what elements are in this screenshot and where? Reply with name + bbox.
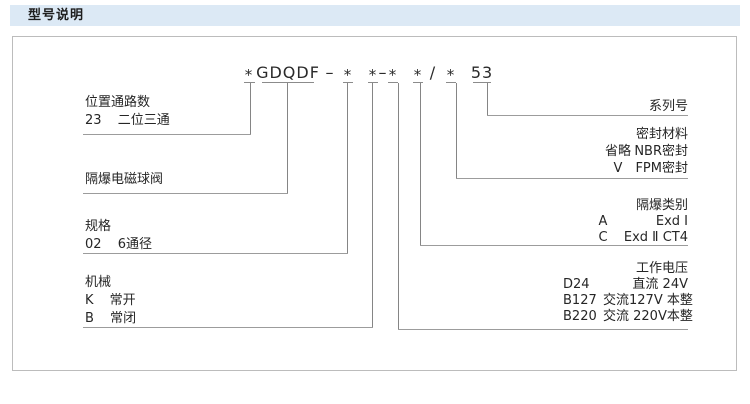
model-code-diagram-box: [12, 36, 737, 371]
connector-vline-mechanical: [372, 83, 373, 327]
connector-hline-spec: [83, 253, 348, 254]
code-value: D24: [563, 277, 590, 292]
code-value: A: [598, 214, 608, 229]
code-value: 23: [85, 113, 102, 128]
section-header-bar: 型号说明: [10, 5, 740, 26]
code-row: K 常开: [85, 292, 136, 310]
section-title: 隔爆类别: [635, 198, 688, 213]
connector-vline-seal: [456, 83, 457, 178]
code-description: 二位三通: [117, 113, 170, 128]
model-code-segment: *: [388, 66, 398, 84]
code-row: B127 交流127V 本整: [563, 293, 693, 309]
code-description: Exd Ⅱ CT4: [623, 230, 688, 245]
code-description: 常闭: [110, 311, 137, 326]
model-code-segment: *: [343, 66, 353, 84]
section-specification: 规格 02 6通径: [85, 218, 152, 254]
connector-vline-category: [420, 83, 421, 245]
code-value: C: [598, 230, 608, 245]
section-valve-name: 隔爆电磁球阀: [85, 171, 163, 189]
code-description: 交流127V 本整: [603, 293, 693, 308]
section-position-channels: 位置通路数 23 二位三通: [85, 94, 170, 130]
section-title: 规格: [85, 219, 112, 234]
code-value: B127: [563, 293, 597, 308]
page-title: 型号说明: [28, 8, 85, 23]
connector-vline-voltage: [398, 83, 399, 329]
section-title: 隔爆电磁球阀: [85, 172, 164, 187]
code-row: B220 交流 220V本整: [563, 309, 693, 325]
model-code-segment: 53: [470, 63, 494, 82]
code-value: 02: [85, 237, 102, 252]
code-description: NBR密封: [634, 144, 688, 159]
code-value: B220: [563, 309, 597, 324]
code-description: FPM密封: [635, 161, 688, 176]
model-code-underline: [473, 82, 491, 83]
code-description: 常开: [109, 293, 136, 308]
connector-hline-voltage: [398, 329, 688, 330]
connector-hline-mechanical: [83, 327, 373, 328]
connector-hline-series: [487, 115, 688, 116]
model-code-underline: [262, 82, 314, 83]
section-title: 系列号: [648, 99, 688, 114]
section-title: 位置通路数: [85, 95, 151, 110]
model-code-segment: GDQDF: [256, 63, 320, 82]
code-description: 直流 24V: [632, 277, 688, 292]
connector-hline-valve: [83, 193, 288, 194]
model-code-segment: –: [325, 63, 335, 82]
model-code-underline: [446, 82, 456, 83]
model-code-segment: *: [413, 66, 423, 84]
connector-vline-series: [487, 83, 488, 115]
code-value: K: [85, 293, 94, 308]
connector-hline-position: [83, 134, 251, 135]
code-row: B 常闭: [85, 310, 136, 328]
code-value: B: [85, 311, 94, 326]
section-title: 机械: [85, 275, 112, 290]
model-code-segment: *: [368, 66, 378, 84]
code-row: A Exd Ⅰ: [594, 214, 688, 230]
connector-vline-valve: [287, 83, 288, 193]
code-description: 6通径: [117, 237, 152, 252]
model-code-underline: [368, 82, 378, 83]
model-code-segment: /: [429, 63, 437, 82]
model-code-segment: *: [244, 66, 254, 84]
section-title: 密封材料: [635, 127, 688, 142]
code-row: C Exd Ⅱ CT4: [594, 230, 688, 246]
code-row: 省略 NBR密封: [604, 143, 688, 160]
model-code-segment: –: [378, 63, 388, 82]
code-row: D24 直流 24V: [563, 277, 688, 293]
model-code-underline: [244, 82, 255, 83]
model-code-underline: [343, 82, 353, 83]
section-title: 工作电压: [635, 261, 688, 276]
section-working-voltage: 工作电压 D24 直流 24V B127 交流127V 本整 B220 交流 2…: [563, 261, 693, 325]
connector-vline-position: [250, 83, 251, 134]
code-value: V: [613, 161, 623, 176]
section-explosion-proof-category: 隔爆类别 A Exd Ⅰ C Exd Ⅱ CT4: [594, 198, 688, 246]
connector-hline-seal: [456, 178, 688, 179]
model-code-underline: [388, 82, 398, 83]
code-row: V FPM密封: [604, 160, 688, 177]
code-description: 交流 220V本整: [603, 309, 693, 324]
connector-hline-category: [420, 245, 688, 246]
section-series-number: 系列号: [649, 98, 688, 116]
connector-vline-spec: [347, 83, 348, 253]
code-row: 23 二位三通: [85, 112, 170, 130]
section-seal-material: 密封材料 省略 NBR密封 V FPM密封: [604, 126, 688, 177]
code-row: 02 6通径: [85, 236, 152, 254]
code-description: Exd Ⅰ: [655, 214, 688, 229]
model-code-underline: [413, 82, 423, 83]
model-code-segment: *: [446, 66, 456, 84]
section-mechanical: 机械 K 常开 B 常闭: [85, 274, 136, 328]
code-value: 省略: [604, 144, 631, 159]
